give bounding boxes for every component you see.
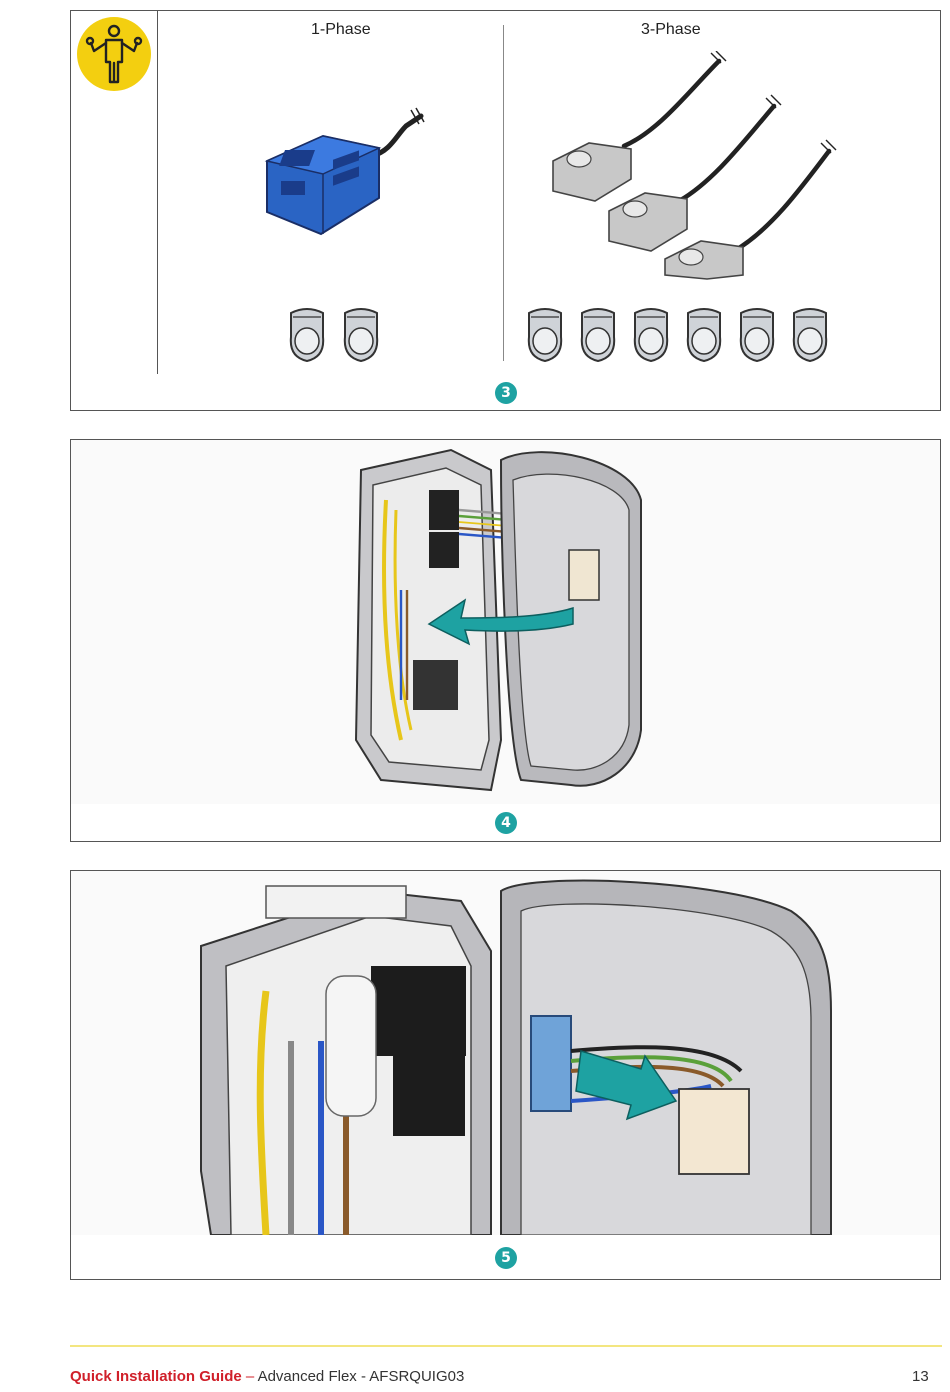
ct-clamp-grey <box>552 51 837 280</box>
ferrite-clip <box>792 308 828 363</box>
icon-column-divider <box>157 11 158 374</box>
ferrite-group-1phase <box>285 307 385 367</box>
charger-open-illustration <box>354 448 642 792</box>
ferrite-clip <box>686 308 722 363</box>
step5-panel <box>70 870 941 1236</box>
footer-separator: – <box>241 1368 258 1385</box>
step5-number-row: 5 <box>70 1235 941 1280</box>
ferrite-clip <box>289 308 325 363</box>
step4-number-row: 4 <box>70 804 941 842</box>
phase3-label: 3-Phase <box>641 21 701 38</box>
step3-number-row: 3 <box>70 374 941 411</box>
ferrite-group-3phase <box>523 307 833 367</box>
phase-divider <box>503 25 504 361</box>
footer-text: Quick Installation Guide – Advanced Flex… <box>70 1368 464 1385</box>
step4-panel <box>70 439 941 805</box>
ferrite-clip <box>580 308 616 363</box>
page-number: 13 <box>912 1368 929 1385</box>
ct-clamp-blue <box>264 107 425 236</box>
footer-title: Quick Installation Guide <box>70 1368 242 1385</box>
ferrite-clip <box>343 308 379 363</box>
ferrite-clip <box>633 308 669 363</box>
footer-rule <box>70 1345 942 1347</box>
footer-subtitle: Advanced Flex - AFSRQUIG03 <box>257 1368 465 1385</box>
step-number-badge: 4 <box>495 812 517 834</box>
ferrite-clip <box>739 308 775 363</box>
step-number-badge: 3 <box>495 382 517 404</box>
step3-panel: 1-Phase 3-Phase <box>70 10 941 375</box>
ferrite-clip <box>527 308 563 363</box>
step-number-badge: 5 <box>495 1247 517 1269</box>
installer-person-icon <box>77 17 151 91</box>
charger-terminal-closeup-illustration <box>200 879 832 1235</box>
phase1-label: 1-Phase <box>311 21 371 38</box>
